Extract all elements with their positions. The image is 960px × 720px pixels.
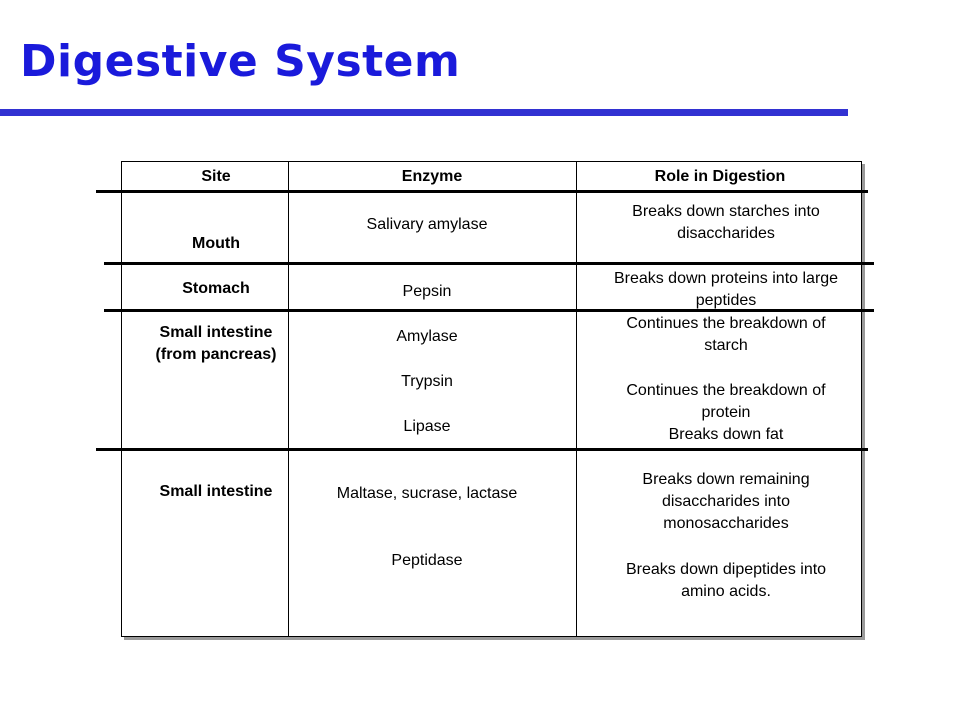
enzyme-lipase: Lipase bbox=[403, 418, 451, 435]
row-divider-stomach bbox=[104, 309, 874, 312]
role-line: protein bbox=[701, 404, 751, 421]
enzyme-pepsin: Pepsin bbox=[402, 283, 452, 300]
enzyme-salivary-amylase: Salivary amylase bbox=[366, 216, 488, 233]
header-row-divider bbox=[96, 190, 868, 193]
header-enzyme: Enzyme bbox=[401, 168, 463, 185]
site-small-intestine-pancreas: Small intestine bbox=[159, 324, 273, 341]
column-divider-enzyme-role bbox=[576, 162, 577, 637]
role-line: peptides bbox=[695, 292, 757, 309]
enzyme-maltase-sucrase-lactase: Maltase, sucrase, lactase bbox=[336, 485, 518, 502]
row-divider-pancreas bbox=[96, 448, 868, 451]
header-site: Site bbox=[201, 168, 231, 185]
site-small-intestine-pancreas-note: (from pancreas) bbox=[155, 346, 277, 363]
role-line: Breaks down remaining bbox=[642, 471, 810, 488]
row-divider-mouth bbox=[104, 262, 874, 265]
role-line: Breaks down proteins into large bbox=[613, 270, 839, 287]
role-line: amino acids. bbox=[681, 583, 771, 600]
slide-title: Digestive System bbox=[20, 36, 461, 87]
enzyme-table bbox=[121, 161, 862, 637]
site-stomach: Stomach bbox=[182, 280, 250, 297]
site-small-intestine: Small intestine bbox=[159, 483, 273, 500]
enzyme-trypsin: Trypsin bbox=[401, 373, 453, 390]
enzyme-amylase: Amylase bbox=[396, 328, 458, 345]
role-line: disaccharides bbox=[677, 225, 775, 242]
role-line: Breaks down fat bbox=[668, 426, 784, 443]
role-line: starch bbox=[704, 337, 748, 354]
role-line: Breaks down starches into bbox=[632, 203, 820, 220]
role-line: Breaks down dipeptides into bbox=[625, 561, 827, 578]
role-line: monosaccharides bbox=[663, 515, 789, 532]
role-line: disaccharides into bbox=[661, 493, 791, 510]
title-underline bbox=[0, 109, 848, 116]
role-line: Continues the breakdown of bbox=[626, 382, 826, 399]
header-role: Role in Digestion bbox=[654, 168, 786, 185]
column-divider-site-enzyme bbox=[288, 162, 289, 637]
role-line: Continues the breakdown of bbox=[626, 315, 826, 332]
site-mouth: Mouth bbox=[192, 235, 240, 252]
enzyme-peptidase: Peptidase bbox=[391, 552, 463, 569]
